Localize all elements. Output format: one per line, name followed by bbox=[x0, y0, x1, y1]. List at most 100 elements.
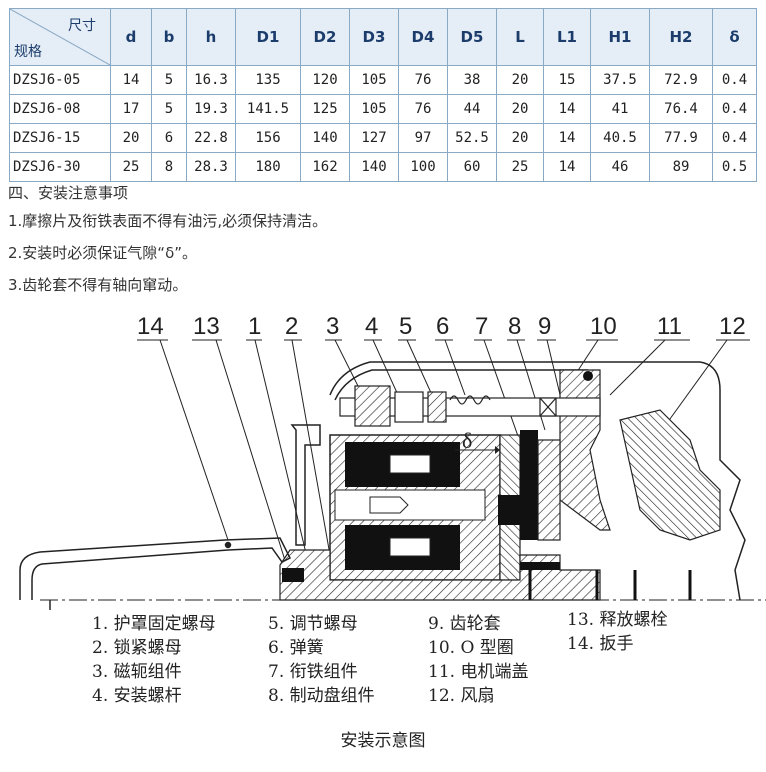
legend-col-2: 5. 调节螺母 6. 弹簧 7. 衔铁组件 8. 制动盘组件 bbox=[268, 612, 375, 708]
wrench bbox=[19, 537, 292, 610]
note-item: 2.安装时必须保证气隙“δ”。 bbox=[8, 244, 198, 262]
cell: 0.4 bbox=[712, 65, 757, 95]
cell: 14 bbox=[543, 94, 591, 124]
header-l1: L1 bbox=[543, 8, 591, 66]
fan-shape bbox=[619, 409, 721, 541]
cell: 15 bbox=[543, 65, 591, 95]
cell: 20 bbox=[496, 94, 544, 124]
notes-title: 四、安装注意事项 bbox=[8, 184, 129, 202]
legend-item: 6. 弹簧 bbox=[268, 638, 324, 658]
cell: 17 bbox=[110, 94, 152, 124]
legend-item: 12. 风扇 bbox=[428, 686, 495, 706]
magnet-yoke-assembly bbox=[329, 434, 501, 581]
legend-item: 14. 扳手 bbox=[567, 634, 634, 654]
cell: 19.3 bbox=[186, 94, 236, 124]
shaft-ribs bbox=[528, 570, 692, 600]
diagram-caption: 安装示意图 bbox=[340, 731, 426, 751]
legend-item: 9. 齿轮套 bbox=[428, 614, 501, 634]
spec-table: 尺寸 规格 d b h D1 D2 D3 D4 D5 L L1 H1 H2 δ … bbox=[9, 8, 757, 182]
callout-8: 8 bbox=[508, 313, 521, 340]
installation-diagram: 14 13 1 2 3 4 5 6 7 8 9 10 11 12 bbox=[19, 313, 766, 610]
callout-5: 5 bbox=[399, 313, 412, 340]
header-delta: δ bbox=[712, 8, 757, 66]
installation-notes: 四、安装注意事项 1.摩擦片及衔铁表面不得有油污,必须保持清洁。 2.安装时必须… bbox=[8, 182, 327, 306]
header-d: d bbox=[110, 8, 152, 66]
callout-14: 14 bbox=[137, 313, 164, 340]
header-d3: D3 bbox=[349, 8, 399, 66]
cell: 141.5 bbox=[235, 94, 301, 124]
cell: 40.5 bbox=[590, 123, 650, 153]
cell: 89 bbox=[649, 152, 713, 182]
air-gap-annotation: δ bbox=[455, 428, 500, 454]
callout-4: 4 bbox=[365, 313, 378, 340]
callout-6: 6 bbox=[436, 313, 449, 340]
cell: 52.5 bbox=[447, 123, 497, 153]
callout-9: 9 bbox=[538, 313, 551, 340]
legend-item: 1. 护罩固定螺母 bbox=[92, 614, 216, 634]
cell: 127 bbox=[349, 123, 399, 153]
cell: 14 bbox=[543, 123, 591, 153]
cell: 14 bbox=[543, 152, 591, 182]
callout-3: 3 bbox=[326, 313, 339, 340]
callout-7: 7 bbox=[475, 313, 488, 340]
cell: 20 bbox=[496, 65, 544, 95]
cell: 135 bbox=[235, 65, 301, 95]
header-l: L bbox=[496, 8, 544, 66]
cell: 180 bbox=[235, 152, 301, 182]
spec-table-header: 尺寸 规格 d b h D1 D2 D3 D4 D5 L L1 H1 H2 δ bbox=[9, 8, 757, 66]
cell: 5 bbox=[151, 65, 187, 95]
legend-col-1: 1. 护罩固定螺母 2. 锁紧螺母 3. 磁轭组件 4. 安装螺杆 bbox=[92, 612, 216, 708]
cell: 0.4 bbox=[712, 123, 757, 153]
header-h2: H2 bbox=[649, 8, 713, 66]
hub-block bbox=[498, 495, 528, 525]
gear-sleeve bbox=[537, 439, 561, 541]
cell: 8 bbox=[151, 152, 187, 182]
mounting-rod bbox=[339, 385, 601, 427]
cell: 76 bbox=[398, 94, 448, 124]
cell: 100 bbox=[398, 152, 448, 182]
cell: 16.3 bbox=[186, 65, 236, 95]
cell: 125 bbox=[300, 94, 350, 124]
o-ring-dot bbox=[583, 371, 593, 381]
callout-10: 10 bbox=[590, 313, 617, 340]
cell: 20 bbox=[496, 123, 544, 153]
header-d2: D2 bbox=[300, 8, 350, 66]
cell: 105 bbox=[349, 65, 399, 95]
cell: 140 bbox=[349, 152, 399, 182]
table-row: DZSJ6-08 17 5 19.3 141.5 125 105 76 44 2… bbox=[9, 94, 757, 124]
cell: 37.5 bbox=[590, 65, 650, 95]
cell: 77.9 bbox=[649, 123, 713, 153]
cell: 156 bbox=[235, 123, 301, 153]
cell: 5 bbox=[151, 94, 187, 124]
legend-item: 10. O 型圈 bbox=[428, 638, 514, 658]
legend-item: 8. 制动盘组件 bbox=[268, 686, 375, 706]
callout-12: 12 bbox=[719, 313, 746, 340]
shaft-base bbox=[279, 549, 601, 601]
cell: 25 bbox=[110, 152, 152, 182]
header-h1: H1 bbox=[590, 8, 650, 66]
callout-2: 2 bbox=[285, 313, 298, 340]
cell: 0.4 bbox=[712, 94, 757, 124]
cell: 105 bbox=[349, 94, 399, 124]
cell: 28.3 bbox=[186, 152, 236, 182]
cell: 22.8 bbox=[186, 123, 236, 153]
diagonal-divider bbox=[10, 9, 110, 65]
note-item: 3.齿轮套不得有轴向窜动。 bbox=[8, 276, 188, 294]
header-d1: D1 bbox=[235, 8, 301, 66]
protective-cover bbox=[290, 424, 321, 546]
motor-housing bbox=[329, 361, 746, 601]
cell: 76.4 bbox=[649, 94, 713, 124]
row-spec: DZSJ6-05 bbox=[9, 65, 111, 95]
legend-item: 3. 磁轭组件 bbox=[92, 662, 182, 682]
note-item: 1.摩擦片及衔铁表面不得有油污,必须保持清洁。 bbox=[8, 212, 328, 230]
callout-13: 13 bbox=[193, 313, 220, 340]
table-row: DZSJ6-15 20 6 22.8 156 140 127 97 52.5 2… bbox=[9, 123, 757, 153]
cell: 20 bbox=[110, 123, 152, 153]
legend-col-4: 13. 释放螺栓 14. 扳手 bbox=[567, 608, 667, 656]
header-d4: D4 bbox=[398, 8, 448, 66]
table-row: DZSJ6-30 25 8 28.3 180 162 140 100 60 25… bbox=[9, 152, 757, 182]
table-row: DZSJ6-05 14 5 16.3 135 120 105 76 38 20 … bbox=[9, 65, 757, 95]
cell: 120 bbox=[300, 65, 350, 95]
cell: 60 bbox=[447, 152, 497, 182]
cell: 76 bbox=[398, 65, 448, 95]
